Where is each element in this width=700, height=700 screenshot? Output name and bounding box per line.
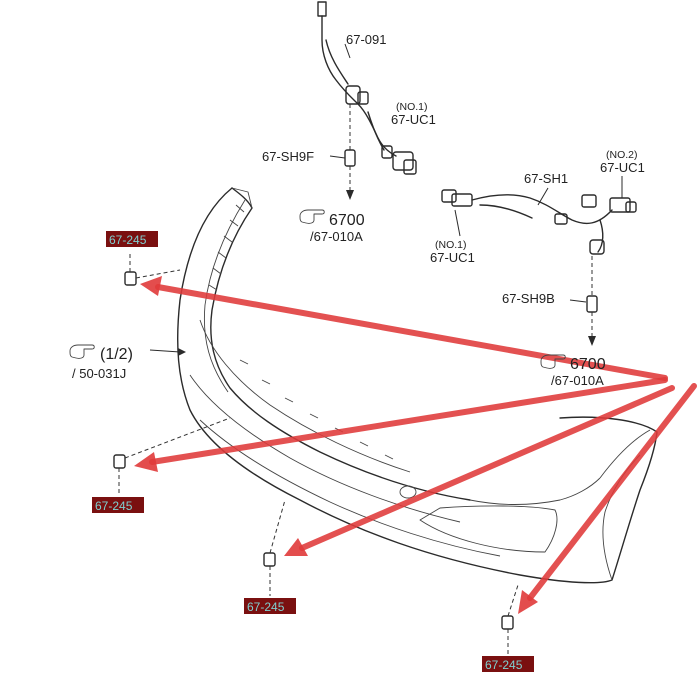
grommet-mid [569,256,598,346]
label-clip-3: 67-245 [247,600,285,614]
label-sensor-no1-mid-code: 67-UC1 [430,250,475,265]
label-ref-top-num: 6700 [329,212,365,229]
label-grommet-top: 67-SH9F [262,149,314,164]
label-sensor-no1-top-code: 67-UC1 [391,112,436,127]
label-ref-top-sub: /67-010A [310,229,363,244]
clip-4 [501,584,519,655]
label-ref-mid-num: 6700 [570,356,606,373]
clip-tag-4: 67-245 [482,656,534,672]
label-grommet-mid: 67-SH9B [502,291,555,306]
label-clip-1: 67-245 [109,233,147,247]
clip-1 [124,254,181,286]
arrow-to-clip-4 [527,383,697,601]
arrow-to-clip-2 [149,377,668,465]
pointing-hand-icon [299,209,325,224]
label-bumper-ref-sub: / 50-031J [72,366,126,381]
clip-2 [113,417,231,496]
arrow-head-4 [518,590,538,614]
clip-3 [263,499,286,596]
clip-tag-3: 67-245 [244,598,296,614]
pointing-hand-icon [69,344,95,359]
arrow-head-2 [134,452,158,472]
grommet-top [329,104,356,200]
arrow-to-clip-1 [155,284,668,381]
label-clip-4: 67-245 [485,658,523,672]
front-harness [317,1,417,175]
label-bumper-ref-num: (1/2) [100,346,133,363]
ref-top: 6700 /67-010A [299,209,365,244]
arrow-head-3 [284,538,308,556]
clip-tag-1: 67-245 [106,231,158,247]
label-clip-2: 67-245 [95,499,133,513]
rear-harness [441,176,637,255]
label-front-harness: 67-091 [346,32,386,47]
label-rear-harness: 67-SH1 [524,171,568,186]
red-arrows [134,276,697,614]
bumper-ref: (1/2) / 50-031J [69,344,133,381]
label-sensor-no2-tag: (NO.2) [606,149,638,161]
label-sensor-no2-code: 67-UC1 [600,160,645,175]
clip-tag-2: 67-245 [92,497,144,513]
label-ref-mid-sub: /67-010A [551,373,604,388]
arrow-head-1 [140,276,162,296]
ref-mid: 6700 /67-010A [540,354,606,388]
arrow-to-clip-3 [299,385,675,551]
pointing-hand-icon [540,354,566,369]
label-sensor-no1-top-tag: (NO.1) [396,101,428,113]
label-sensor-no1-mid-tag: (NO.1) [435,239,467,251]
